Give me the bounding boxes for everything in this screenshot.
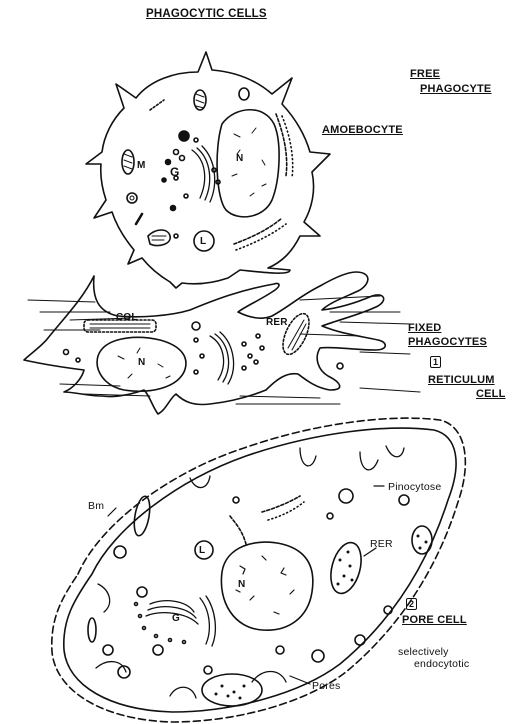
rough-er-strands [230, 496, 304, 544]
amoebocyte-cell [86, 52, 330, 288]
reticulum-cell-number-wrap: 1 [430, 356, 441, 369]
golgi-apparatus [210, 332, 234, 384]
reticulum-membrane [24, 272, 385, 414]
reticulum-rer-label: RER [266, 316, 288, 329]
fixed-phagocytes-heading-line1: FIXED [408, 322, 441, 335]
pores-label: Pores [312, 680, 340, 693]
reticulum-cell-heading-line2: CELL [476, 388, 506, 401]
basement-membrane-label: Bm [88, 500, 104, 513]
reticulum-cell [24, 272, 420, 414]
pore-cell-membrane [64, 428, 456, 712]
golgi-apparatus [146, 596, 215, 646]
reticulum-nucleus-label: N [138, 356, 145, 369]
pore-cell [52, 418, 466, 722]
amoebocyte-membrane [86, 52, 330, 288]
free-phagocyte-heading-line2: PHAGOCYTE [420, 83, 491, 96]
pore-cell-lysosome-label: L [199, 544, 205, 557]
mitochondrion [239, 88, 249, 100]
pore-cell-note-line2: endocytotic [414, 658, 469, 671]
pore-cell-nucleus [221, 542, 312, 630]
free-phagocyte-heading-line1: FREE [410, 68, 440, 81]
amoebocyte-nucleus [217, 110, 279, 217]
pore-cell-heading: PORE CELL [402, 614, 467, 627]
pore-cell-number-wrap: 2 [406, 598, 417, 611]
golgi-apparatus [192, 146, 215, 202]
pore-cell-nucleus-label: N [238, 578, 245, 591]
basement-membrane [52, 418, 466, 722]
phagosome [148, 230, 170, 246]
reticulum-cell-number: 1 [430, 356, 441, 368]
amoebocyte-golgi-label: G [170, 166, 180, 179]
fixed-phagocytes-heading-line2: PHAGOCYTES [408, 336, 487, 349]
amoebocyte-label: AMOEBOCYTE [322, 124, 403, 137]
granule [179, 131, 189, 141]
vesicles [64, 322, 344, 374]
amoebocyte-mitochondrion-label: M [137, 159, 146, 172]
pore-cell-rer-label: RER [370, 538, 393, 551]
amoebocyte-lysosome-label: L [200, 235, 206, 248]
amoebocyte-nucleus-label: N [236, 152, 243, 165]
pinocytotic-pits [96, 446, 404, 698]
figure-title: PHAGOCYTIC CELLS [146, 8, 267, 21]
collagen-label: COL [116, 311, 138, 324]
pinocytose-label: Pinocytose [388, 481, 441, 494]
reticulum-cell-heading-line1: RETICULUM [428, 374, 495, 387]
ribosome-dots [215, 535, 427, 699]
pore-cell-number: 2 [406, 598, 417, 610]
pore-cell-golgi-label: G [172, 612, 180, 625]
